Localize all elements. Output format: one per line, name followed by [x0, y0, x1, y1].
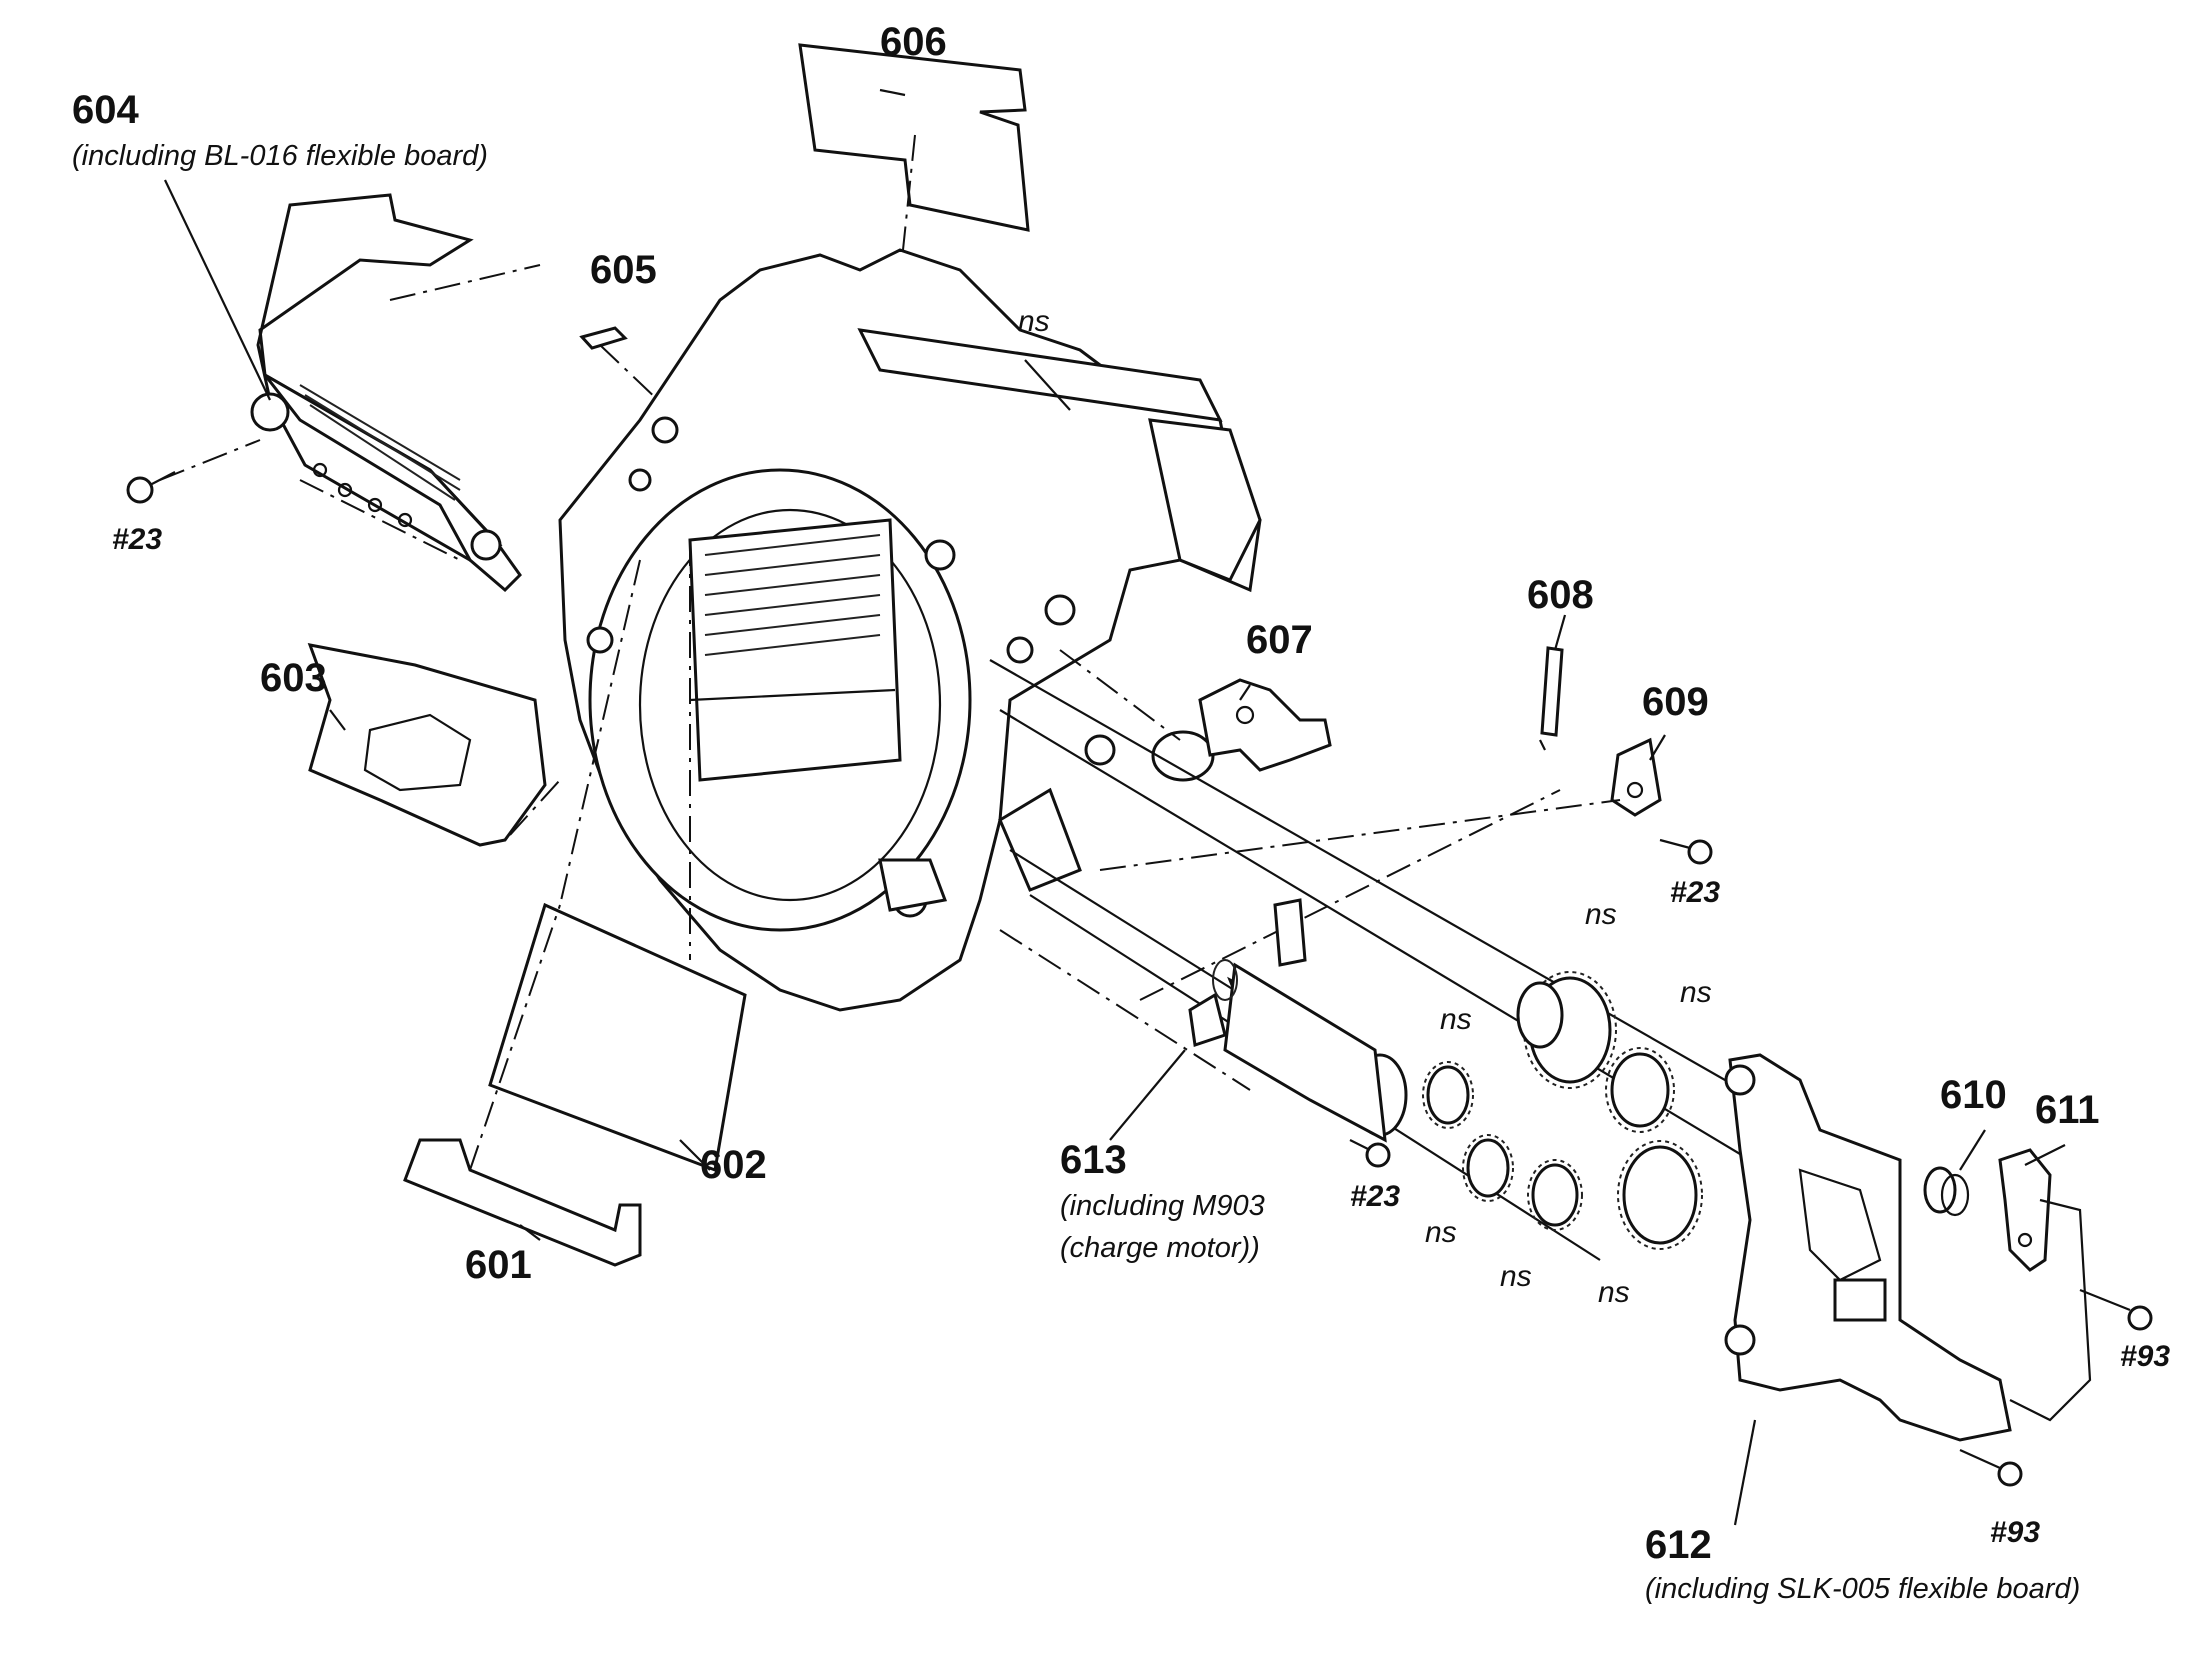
part-610-washer: [1923, 1166, 1970, 1217]
screw-label-motor: #23: [1350, 1180, 1401, 1213]
gear-6: [1617, 1140, 1703, 1250]
part-603-plate: [307, 643, 561, 847]
mirror-box-frame: [558, 248, 1262, 1012]
part-611-plate: [1998, 1148, 2092, 1422]
gear-4: [1462, 1134, 1514, 1202]
callout-604: 604: [72, 88, 139, 132]
screw-label-93-right: #93: [2120, 1340, 2171, 1373]
screw-label-left: #23: [112, 523, 163, 556]
screw-motor-23: [1349, 1139, 1391, 1168]
ns-label-gear-2: ns: [1680, 976, 1712, 1009]
gear-1: [1516, 971, 1617, 1089]
screw-right-23: [1659, 838, 1713, 865]
part-612-plate: [1724, 1053, 2012, 1442]
part-602-sheet: [488, 540, 747, 1173]
part-609-bracket: [1099, 737, 1662, 871]
gear-2: [1605, 1047, 1675, 1133]
gear-5: [1527, 1159, 1583, 1231]
callout-609: 609: [1642, 680, 1709, 724]
screw-93-bottom: [1959, 1448, 2023, 1487]
screw-label-93-bottom: #93: [1990, 1516, 2041, 1549]
callout-605: 605: [590, 248, 657, 292]
callout-613-note-2: (charge motor)): [1060, 1232, 1260, 1264]
ns-label-gear-1: ns: [1585, 898, 1617, 931]
part-608-spring: [1539, 646, 1564, 751]
callout-612: 612: [1645, 1523, 1712, 1567]
callout-611: 611: [2035, 1088, 2100, 1132]
callout-608: 608: [1527, 573, 1594, 617]
callout-613: 613: [1060, 1138, 1127, 1182]
callout-604-note: (including BL-016 flexible board): [72, 140, 488, 172]
part-613-motor: [1188, 898, 1408, 1143]
screw-93-right: [2079, 1288, 2153, 1331]
ns-label-gear-6: ns: [1598, 1276, 1630, 1309]
part-607-lever: [1059, 649, 1332, 782]
callout-603: 603: [260, 656, 327, 700]
screw-left-23: [126, 439, 261, 504]
part-601-bracket: [403, 904, 642, 1267]
callout-610: 610: [1940, 1073, 2007, 1117]
leader-lines: [164, 88, 2066, 1526]
screw-label-right: #23: [1670, 876, 1721, 909]
ns-label-gear-4: ns: [1425, 1216, 1457, 1249]
callout-602: 602: [700, 1143, 767, 1187]
ns-label-gear-5: ns: [1500, 1260, 1532, 1293]
gear-3: [1422, 1061, 1474, 1129]
part-604-holder: [250, 193, 541, 593]
callout-606: 606: [880, 20, 947, 64]
callout-612-note: (including SLK-005 flexible board): [1645, 1573, 2081, 1605]
ns-label-top: ns: [1018, 305, 1050, 338]
ns-label-gear-3: ns: [1440, 1003, 1472, 1036]
gears: [1422, 971, 1703, 1250]
callout-607: 607: [1246, 618, 1313, 662]
callout-601: 601: [465, 1243, 532, 1287]
callout-613-note-1: (including M903: [1060, 1190, 1265, 1222]
